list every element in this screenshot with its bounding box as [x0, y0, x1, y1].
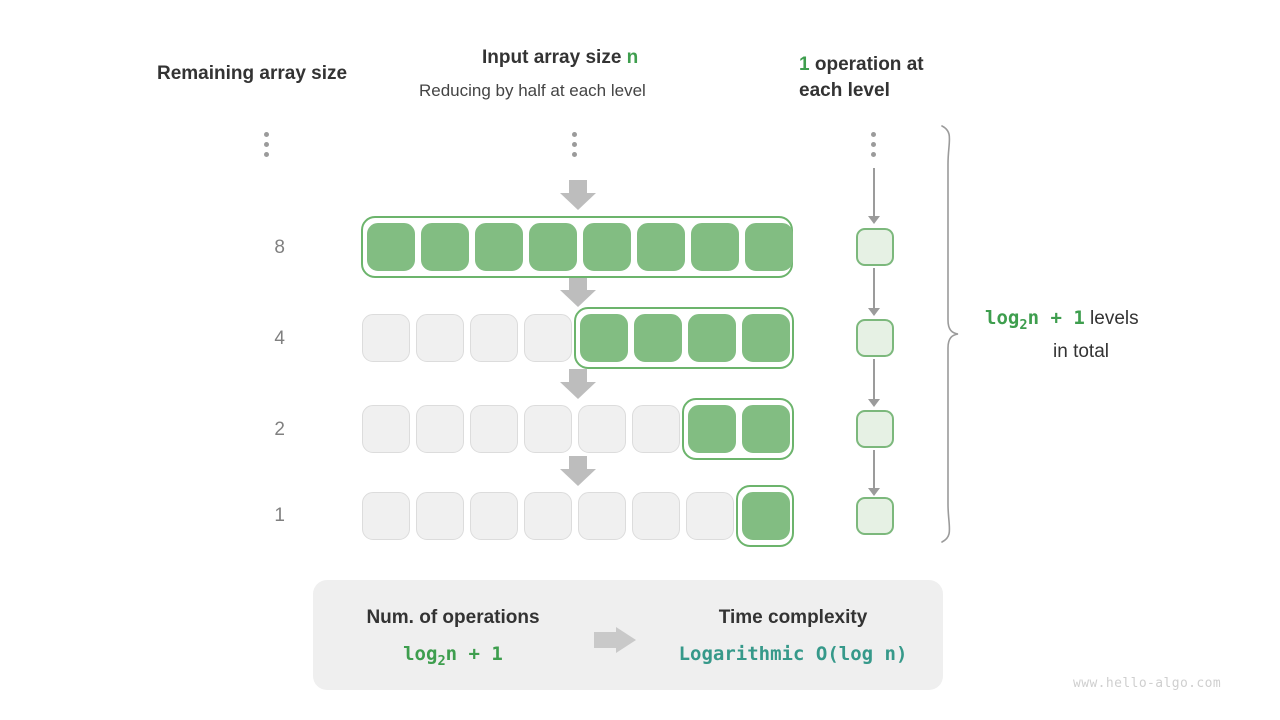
reduce-arrow-icon-1 [560, 277, 596, 307]
array-cell [362, 314, 410, 362]
array-cell [421, 223, 469, 271]
array-cell [367, 223, 415, 271]
array-cell [578, 405, 626, 453]
array-cell [416, 405, 464, 453]
header-operations-text: operation at each level [799, 54, 924, 101]
summary-complexity: Time complexity Logarithmic O(log n) [665, 607, 921, 665]
header-operations-per-level: 1 operation at each level [799, 52, 969, 103]
array-cell [416, 314, 464, 362]
summary-operations-title: Num. of operations [366, 607, 540, 628]
op-flow-arrow-3 [868, 450, 880, 498]
summary-arrow-icon [594, 627, 636, 653]
active-range-outline-2 [682, 398, 794, 460]
array-cell [637, 223, 685, 271]
operation-box-1 [856, 319, 894, 357]
array-cell [583, 223, 631, 271]
array-cell [742, 314, 790, 362]
summary-operations: Num. of operations log2n + 1 [337, 607, 569, 669]
reduce-arrow-icon-3 [560, 456, 596, 486]
vertical-ellipsis-icon-left [264, 132, 269, 157]
array-cell [745, 223, 793, 271]
header-input-array-size-text: Input array size [482, 47, 627, 68]
total-levels-label: levels [1084, 308, 1139, 329]
array-cell [524, 405, 572, 453]
array-cell [632, 405, 680, 453]
array-cell [416, 492, 464, 540]
op-flow-arrow-1 [868, 268, 880, 318]
summary-operations-value: log2n + 1 [403, 643, 503, 669]
array-cell [686, 492, 734, 540]
watermark: www.hello-algo.com [1073, 676, 1222, 691]
array-cell [742, 405, 790, 453]
active-range-outline-4 [574, 307, 794, 369]
array-cell [362, 405, 410, 453]
array-cell [578, 492, 626, 540]
array-cell [632, 492, 680, 540]
total-levels-formula: log2n + 1 [985, 307, 1085, 333]
array-cell [524, 314, 572, 362]
op-flow-arrow-0 [868, 168, 880, 226]
reduce-arrow-icon-0 [560, 180, 596, 210]
array-cell [691, 223, 739, 271]
array-cell [688, 314, 736, 362]
array-cell [470, 492, 518, 540]
header-input-array-size: Input array size n [482, 47, 638, 69]
operation-box-0 [856, 228, 894, 266]
level-label-2: 2 [274, 419, 285, 440]
operation-box-3 [856, 497, 894, 535]
summary-complexity-title: Time complexity [718, 607, 868, 628]
header-remaining-array-size: Remaining array size [157, 63, 348, 84]
vertical-ellipsis-icon-middle [572, 132, 577, 157]
level-label-4: 4 [274, 328, 285, 349]
total-levels-brace [941, 125, 959, 543]
header-input-array-size-var: n [626, 47, 639, 68]
level-label-8: 8 [274, 237, 285, 258]
array-cell [362, 492, 410, 540]
array-cell [529, 223, 577, 271]
array-cell [470, 405, 518, 453]
array-cell [580, 314, 628, 362]
operation-box-2 [856, 410, 894, 448]
vertical-ellipsis-icon-right [871, 132, 876, 157]
op-flow-arrow-2 [868, 359, 880, 409]
array-cell [688, 405, 736, 453]
level-label-1: 1 [274, 505, 285, 526]
reduce-arrow-icon-2 [560, 369, 596, 399]
total-levels-label-line2: in total [1053, 340, 1109, 362]
header-operations-count: 1 [799, 54, 810, 75]
array-cell [634, 314, 682, 362]
array-cell [475, 223, 523, 271]
array-cell [470, 314, 518, 362]
array-cell [524, 492, 572, 540]
active-range-outline-1 [736, 485, 794, 547]
header-reducing-subtitle: Reducing by half at each level [419, 81, 646, 100]
total-levels-annotation: log2n + 1 levels in total [985, 305, 1215, 365]
summary-complexity-value: Logarithmic O(log n) [678, 643, 908, 665]
array-cell [742, 492, 790, 540]
